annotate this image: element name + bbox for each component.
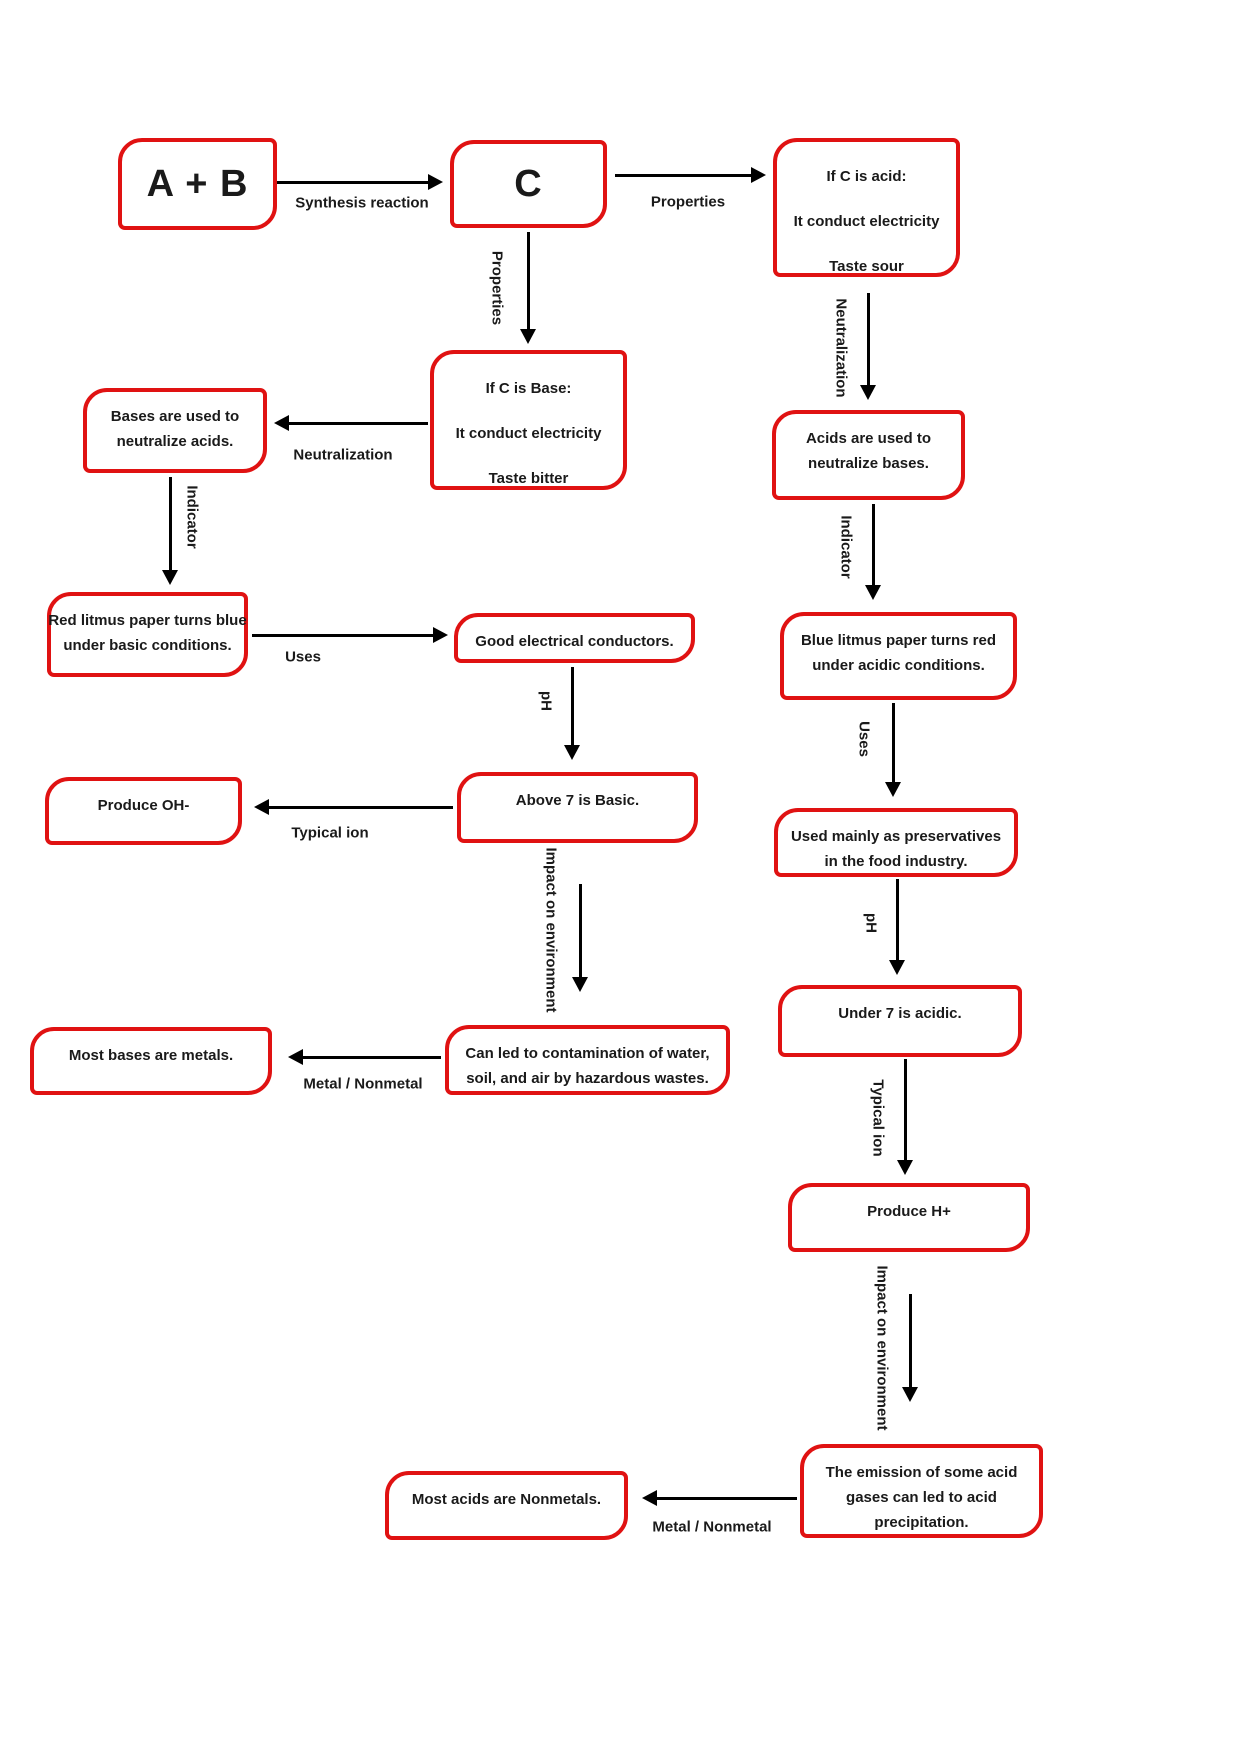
node-blue-litmus: Blue litmus paper turns red under acidic … [780,612,1017,700]
node-preservatives-text: Used mainly as preservatives [790,828,1002,845]
edge-ph-acid-label: pH [862,913,880,933]
edge-uses-acid-arrowhead-icon [885,782,901,797]
edge-synthesis-reaction-arrowhead-icon [428,174,443,190]
node-bases-neutralize-text: Bases are used to [110,408,240,425]
node-emission-text: The emission of some acid [825,1464,1018,1481]
edge-indicator-acid-label: Indicator [837,515,855,579]
node-bases-neutralize: Bases are used to neutralize acids. [83,388,267,473]
node-acid-properties-text: It conduct electricity [793,213,940,230]
edge-uses-acid-label: Uses [855,721,873,757]
node-above-7-text: Above 7 is Basic. [515,792,640,809]
edge-typical-ion-acid-arrowhead-icon [897,1160,913,1175]
edge-typical-ion-acid-arrow [903,1059,907,1162]
edge-neutralization-acid-arrow [866,293,870,387]
node-blue-litmus-text: under acidic conditions. [812,657,985,674]
node-most-bases-text: Most bases are metals. [68,1047,234,1064]
node-emission-text: gases can led to acid [846,1489,997,1506]
edge-ph-base-label: pH [537,691,555,711]
edge-metal-nonmetal-base-arrowhead-icon [288,1049,303,1065]
edge-uses-base-arrow [252,633,435,637]
node-under-7: Under 7 is acidic. [778,985,1022,1057]
node-acids-neutralize-text: neutralize bases. [808,455,929,472]
edge-typical-ion-base-arrowhead-icon [254,799,269,815]
edge-ph-base-arrowhead-icon [564,745,580,760]
edge-properties-base-arrowhead-icon [520,329,536,344]
node-preservatives: Used mainly as preservatives in the food … [774,808,1018,877]
node-base-properties-text: If C is Base: [485,380,572,397]
node-red-litmus-text: under basic conditions. [63,637,232,654]
edge-uses-base-arrowhead-icon [433,627,448,643]
node-most-bases: Most bases are metals. [30,1027,272,1095]
node-contamination: Can led to contamination of water, soil, … [445,1025,730,1095]
node-c-text: C [514,163,543,205]
edge-metal-nonmetal-acid-label: Metal / Nonmetal [652,1518,772,1536]
edge-metal-nonmetal-base-label: Metal / Nonmetal [303,1075,423,1093]
node-base-properties-text: Taste bitter [488,470,569,487]
edge-neutralization-base-label: Neutralization [293,446,393,464]
node-produce-h-text: Produce H+ [867,1203,951,1220]
node-most-acids: Most acids are Nonmetals. [385,1471,628,1540]
edge-neutralization-base-arrow [287,421,428,425]
edge-impact-base-arrowhead-icon [572,977,588,992]
edge-metal-nonmetal-acid-arrowhead-icon [642,1490,657,1506]
node-acids-neutralize-text: Acids are used to [805,430,932,447]
edge-properties-acid-label: Properties [650,193,726,211]
edge-impact-acid-arrow [908,1294,912,1389]
edge-synthesis-reaction-arrow [277,180,430,184]
node-good-conductors-text: Good electrical conductors. [475,633,674,650]
node-emission: The emission of some acid gases can led t… [800,1444,1043,1538]
edge-ph-acid-arrow [895,879,899,962]
edge-metal-nonmetal-acid-arrow [655,1496,797,1500]
edge-impact-base-label: Impact on environment [542,847,560,1013]
edge-typical-ion-base-arrow [267,805,453,809]
node-bases-neutralize-text: neutralize acids. [116,433,234,450]
edge-neutralization-acid-arrowhead-icon [860,385,876,400]
node-good-conductors: Good electrical conductors. [454,613,695,663]
node-acid-properties-text: Taste sour [829,258,904,275]
edge-typical-ion-base-label: Typical ion [291,824,369,842]
edge-uses-acid-arrow [891,703,895,784]
edge-impact-acid-arrowhead-icon [902,1387,918,1402]
edge-properties-base-arrow [526,232,530,331]
node-produce-h: Produce H+ [788,1183,1030,1252]
edge-impact-acid-label: Impact on environment [873,1265,891,1431]
node-acids-neutralize: Acids are used to neutralize bases. [772,410,965,500]
edge-ph-base-arrow [570,667,574,747]
edge-indicator-base-arrow [168,477,172,572]
node-under-7-text: Under 7 is acidic. [838,1005,962,1022]
node-c: C [450,140,607,228]
edge-neutralization-acid-label: Neutralization [832,298,850,398]
node-above-7: Above 7 is Basic. [457,772,698,843]
edge-uses-base-label: Uses [285,648,321,666]
node-base-properties-text: It conduct electricity [455,425,602,442]
edge-typical-ion-acid-label: Typical ion [869,1079,887,1157]
edge-neutralization-base-arrowhead-icon [274,415,289,431]
node-blue-litmus-text: Blue litmus paper turns red [800,632,997,649]
node-preservatives-text: in the food industry. [824,853,968,870]
edge-indicator-base-arrowhead-icon [162,570,178,585]
edge-indicator-base-label: Indicator [183,485,201,549]
node-contamination-text: soil, and air by hazardous wastes. [466,1070,709,1087]
edge-impact-base-arrow [578,884,582,979]
edge-metal-nonmetal-base-arrow [301,1055,441,1059]
node-red-litmus: Red litmus paper turns blue under basic c… [47,592,248,677]
node-produce-oh: Produce OH- [45,777,242,845]
edge-properties-base-label: Properties [488,250,506,326]
node-most-acids-text: Most acids are Nonmetals. [411,1491,602,1508]
edge-indicator-acid-arrow [871,504,875,587]
node-a-plus-b: A + B [118,138,277,230]
node-contamination-text: Can led to contamination of water, [465,1045,710,1062]
edge-properties-acid-arrow [615,173,753,177]
edge-synthesis-reaction-label: Synthesis reaction [295,194,429,212]
edge-properties-acid-arrowhead-icon [751,167,766,183]
edge-indicator-acid-arrowhead-icon [865,585,881,600]
node-acid-properties-text: If C is acid: [826,168,907,185]
node-produce-oh-text: Produce OH- [97,797,190,814]
node-red-litmus-text: Red litmus paper turns blue [48,612,247,629]
node-a-plus-b-text: A + B [146,163,249,205]
node-emission-text: precipitation. [874,1514,969,1531]
edge-ph-acid-arrowhead-icon [889,960,905,975]
